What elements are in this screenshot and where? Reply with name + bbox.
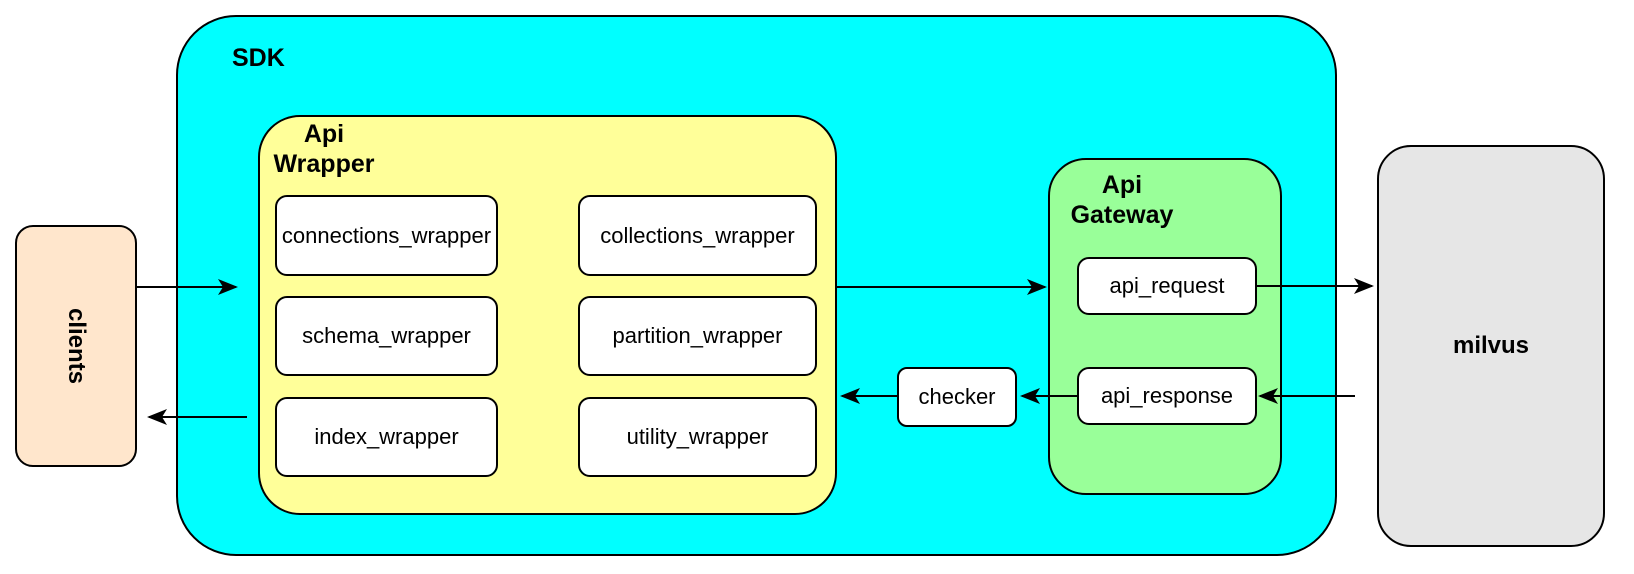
clients-label: clients	[63, 307, 90, 385]
milvus-label: milvus	[1452, 332, 1530, 359]
clients-box: clients	[15, 225, 137, 467]
checker-node: checker	[897, 367, 1017, 427]
collections-wrapper-node: collections_wrapper	[578, 195, 817, 276]
partition-wrapper-node: partition_wrapper	[578, 296, 817, 376]
index-wrapper-node: index_wrapper	[275, 397, 498, 477]
utility-wrapper-node: utility_wrapper	[578, 397, 817, 477]
api-response-node: api_response	[1077, 367, 1257, 425]
api-request-node: api_request	[1077, 257, 1257, 315]
api-wrapper-label: Api Wrapper	[273, 120, 375, 178]
milvus-box: milvus	[1377, 145, 1605, 547]
sdk-label: SDK	[232, 44, 285, 72]
connections-wrapper-node: connections_wrapper	[275, 195, 498, 276]
schema-wrapper-node: schema_wrapper	[275, 296, 498, 376]
api-gateway-label: Api Gateway	[1070, 171, 1174, 229]
api-gateway-container: Api Gateway	[1048, 158, 1282, 495]
